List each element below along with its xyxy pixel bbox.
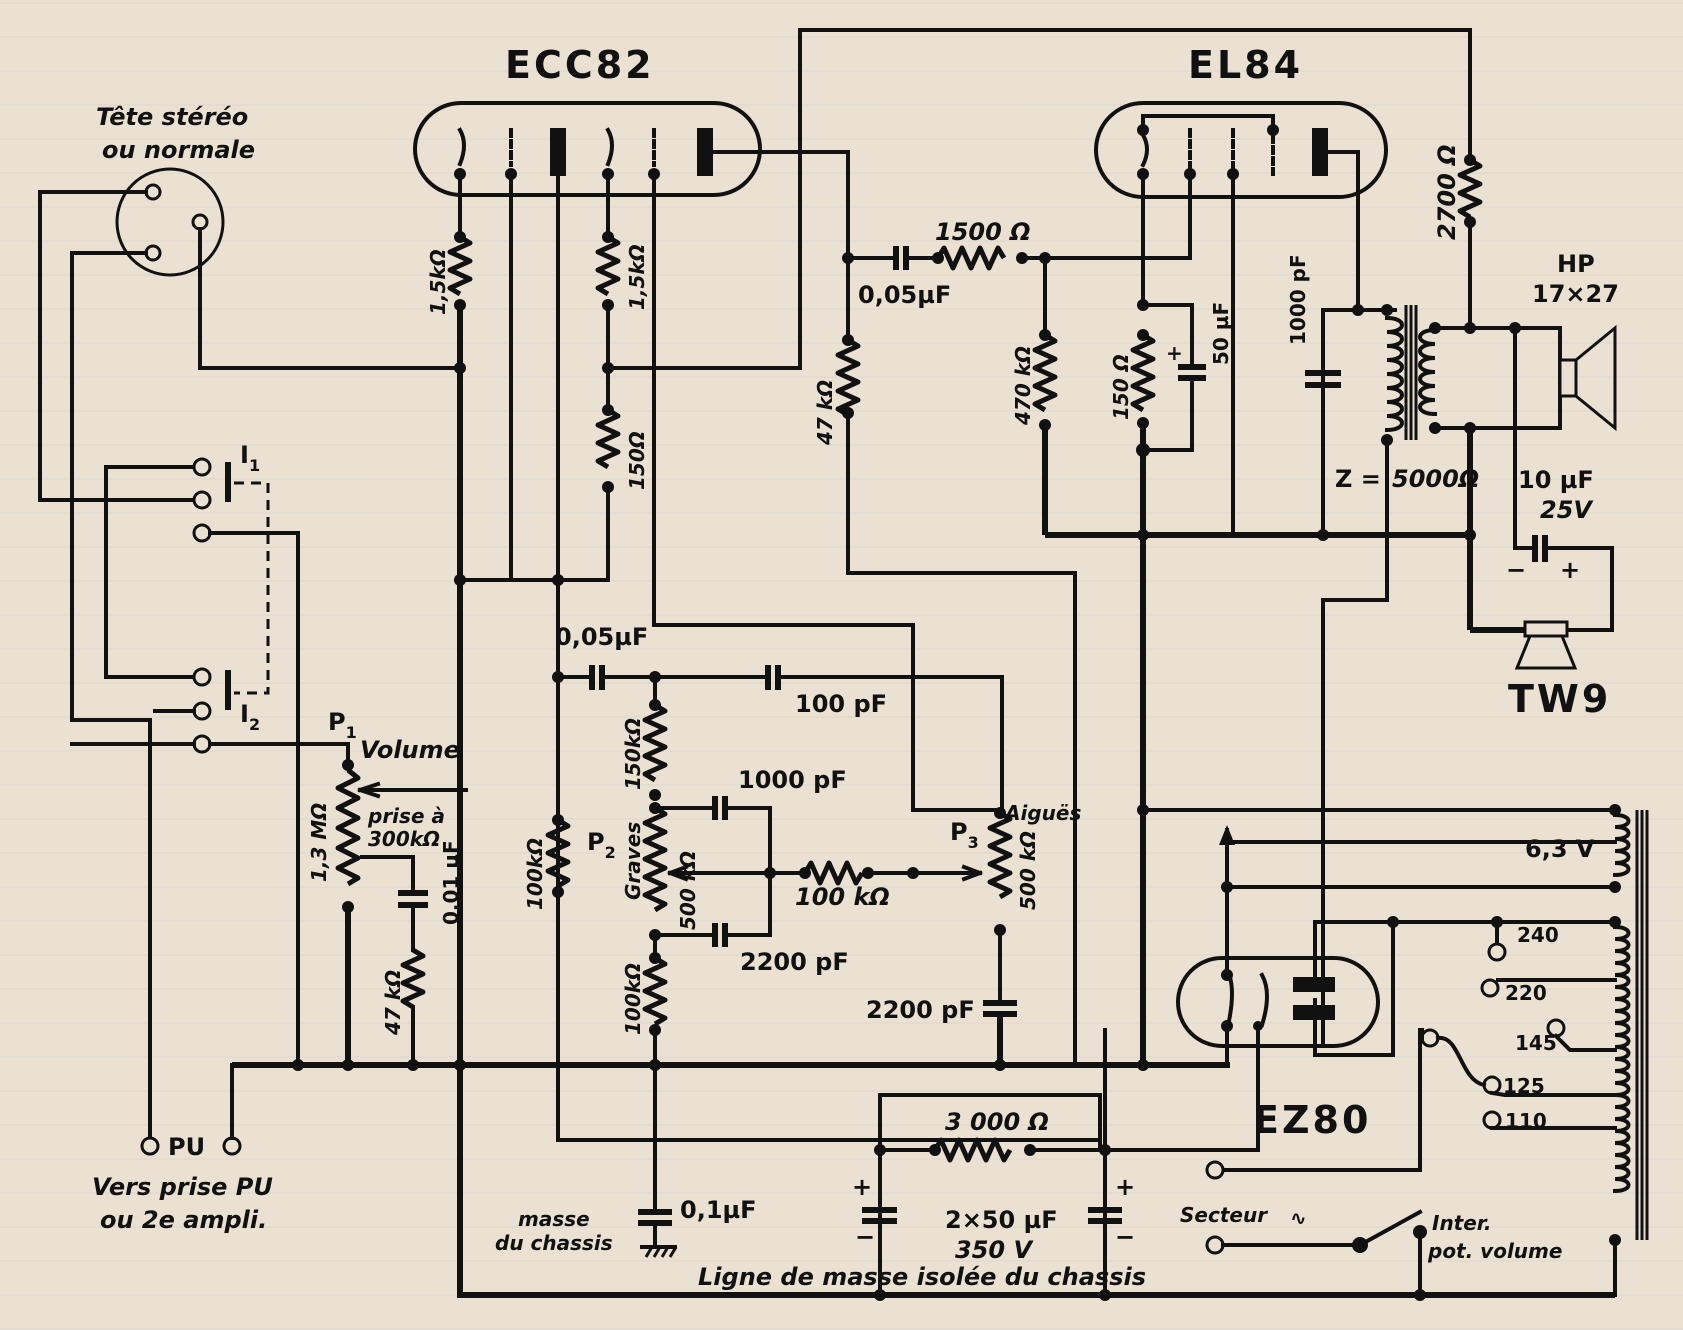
ecc82-cathode-res-3: 150Ω <box>625 431 649 490</box>
heater-winding <box>1609 804 1631 893</box>
tap-125: 125 <box>1503 1074 1545 1098</box>
pu-note-2: ou 2e ampli. <box>100 1206 267 1234</box>
p3-label: P3 <box>950 818 979 852</box>
head-label-1: Tête stéréo <box>96 103 248 131</box>
p2-label: P2 <box>587 828 616 862</box>
speaker-size: 17×27 <box>1532 280 1619 308</box>
output-transformer <box>1381 304 1441 446</box>
plate-cap-label: 1000 pF <box>1286 254 1310 345</box>
feedback-res-label: 2700 Ω <box>1433 144 1461 240</box>
treble-pot[interactable] <box>987 807 1013 936</box>
tap-label-2: 300kΩ <box>368 827 440 851</box>
filter-res-label: 3 000 Ω <box>945 1108 1049 1136</box>
loudness-network <box>398 890 428 1067</box>
svg-text:−: − <box>1115 1223 1135 1251</box>
coupling-cap-label: 0,05µF <box>858 281 951 309</box>
mains-transformer <box>1609 810 1649 1246</box>
switch-i1-label: I1 <box>240 441 260 475</box>
ecc82-cathode-res-2: 1,5kΩ <box>625 244 649 310</box>
mains-label: Secteur <box>1180 1203 1268 1227</box>
ecc82-cathode-res-1: 1,5kΩ <box>426 249 450 315</box>
loudness-res-label: 47 kΩ <box>381 970 405 1036</box>
ac-symbol-icon: ∿ <box>1290 1206 1307 1230</box>
el84-label: EL84 <box>1188 43 1303 87</box>
tweeter-cap-voltage: 25V <box>1540 496 1594 524</box>
res-100k-mix-label: 100 kΩ <box>795 883 890 911</box>
head-label-2: ou normale <box>102 136 255 164</box>
el84-grid-leak-label: 470 kΩ <box>1011 346 1035 426</box>
res-100k-bass-label: 100kΩ <box>621 963 645 1035</box>
svg-text:−: − <box>855 1223 875 1251</box>
speaker-label: HP <box>1557 250 1595 278</box>
ecc82-tube <box>413 101 802 197</box>
tweeter-cap-label: 10 µF <box>1518 466 1594 494</box>
decoupling-cap-label: 0,1µF <box>680 1196 757 1224</box>
p1-label: P1 <box>328 708 357 742</box>
switch-label-2: pot. volume <box>1427 1239 1562 1263</box>
tap-240: 240 <box>1517 923 1559 947</box>
cap-2200p-bass-label: 2200 pF <box>740 948 849 976</box>
tap-220: 220 <box>1505 981 1547 1005</box>
loudspeaker-icon <box>1558 324 1617 432</box>
ez80-label: EZ80 <box>1253 1098 1371 1142</box>
treble-value: 500 kΩ <box>1016 831 1040 910</box>
switch-label-1: Inter. <box>1432 1211 1491 1235</box>
el84-cathode-res-label: 150 Ω <box>1109 354 1133 420</box>
tap-110: 110 <box>1505 1109 1547 1133</box>
ez80-tube <box>1176 956 1380 1048</box>
mains-terminals[interactable] <box>1205 1160 1360 1255</box>
bass-label: Graves <box>621 822 645 900</box>
bass-pot[interactable] <box>642 802 772 941</box>
tone-coupling-cap-label: 0,05µF <box>555 623 648 651</box>
svg-text:+: + <box>852 1173 872 1201</box>
svg-text:+: + <box>1115 1173 1135 1201</box>
ecc82-plate-res: 47 kΩ <box>813 380 837 446</box>
ground-line-label: Ligne de masse isolée du chassis <box>698 1263 1146 1291</box>
cap-2200p-treble-label: 2200 pF <box>866 996 975 1024</box>
res-100k-grid-label: 100kΩ <box>523 838 547 910</box>
impedance-value: 5000Ω <box>1392 465 1479 493</box>
treble-label: Aiguës <box>1003 801 1081 825</box>
voltage-taps[interactable] <box>1220 920 1617 1172</box>
ecc82-label: ECC82 <box>505 43 655 87</box>
bass-value: 500 kΩ <box>676 851 700 930</box>
impedance-label: Z = <box>1335 465 1381 493</box>
volume-value: 1,3 MΩ <box>307 803 331 882</box>
el84-cathode-cap-label: 50 µF <box>1209 302 1233 365</box>
tweeter-label: TW9 <box>1508 677 1611 721</box>
filter-caps-label: 2×50 µF <box>945 1206 1058 1234</box>
el84-tube <box>1094 101 1388 312</box>
selector-switch[interactable] <box>70 457 350 1064</box>
tap-label-1: prise à <box>367 804 445 828</box>
svg-text:+: + <box>1560 556 1580 584</box>
pu-note-1: Vers prise PU <box>92 1173 273 1201</box>
cap-1000p-label: 1000 pF <box>738 766 847 794</box>
el84-grid-res-label: 1500 Ω <box>935 218 1031 246</box>
svg-text:−: − <box>1506 556 1526 584</box>
chassis-label-2: du chassis <box>495 1231 613 1255</box>
pu-label: PU <box>168 1133 205 1161</box>
switch-i2-label: I2 <box>240 700 260 734</box>
filter-voltage-label: 350 V <box>955 1236 1034 1264</box>
res-150k-label: 150kΩ <box>621 718 645 790</box>
power-switch[interactable] <box>1352 1209 1427 1297</box>
volume-pot[interactable] <box>335 758 468 1065</box>
cap-100p-label: 100 pF <box>795 690 887 718</box>
volume-label: Volume <box>360 736 460 764</box>
heater-voltage-label: 6,3 V <box>1525 835 1595 863</box>
tap-145: 145 <box>1515 1031 1557 1055</box>
chassis-ground-icon <box>640 1245 678 1258</box>
chassis-label-1: masse <box>518 1207 590 1231</box>
svg-text:+: + <box>1166 341 1183 365</box>
head-socket <box>115 167 225 277</box>
tweeter-icon <box>1514 620 1578 670</box>
